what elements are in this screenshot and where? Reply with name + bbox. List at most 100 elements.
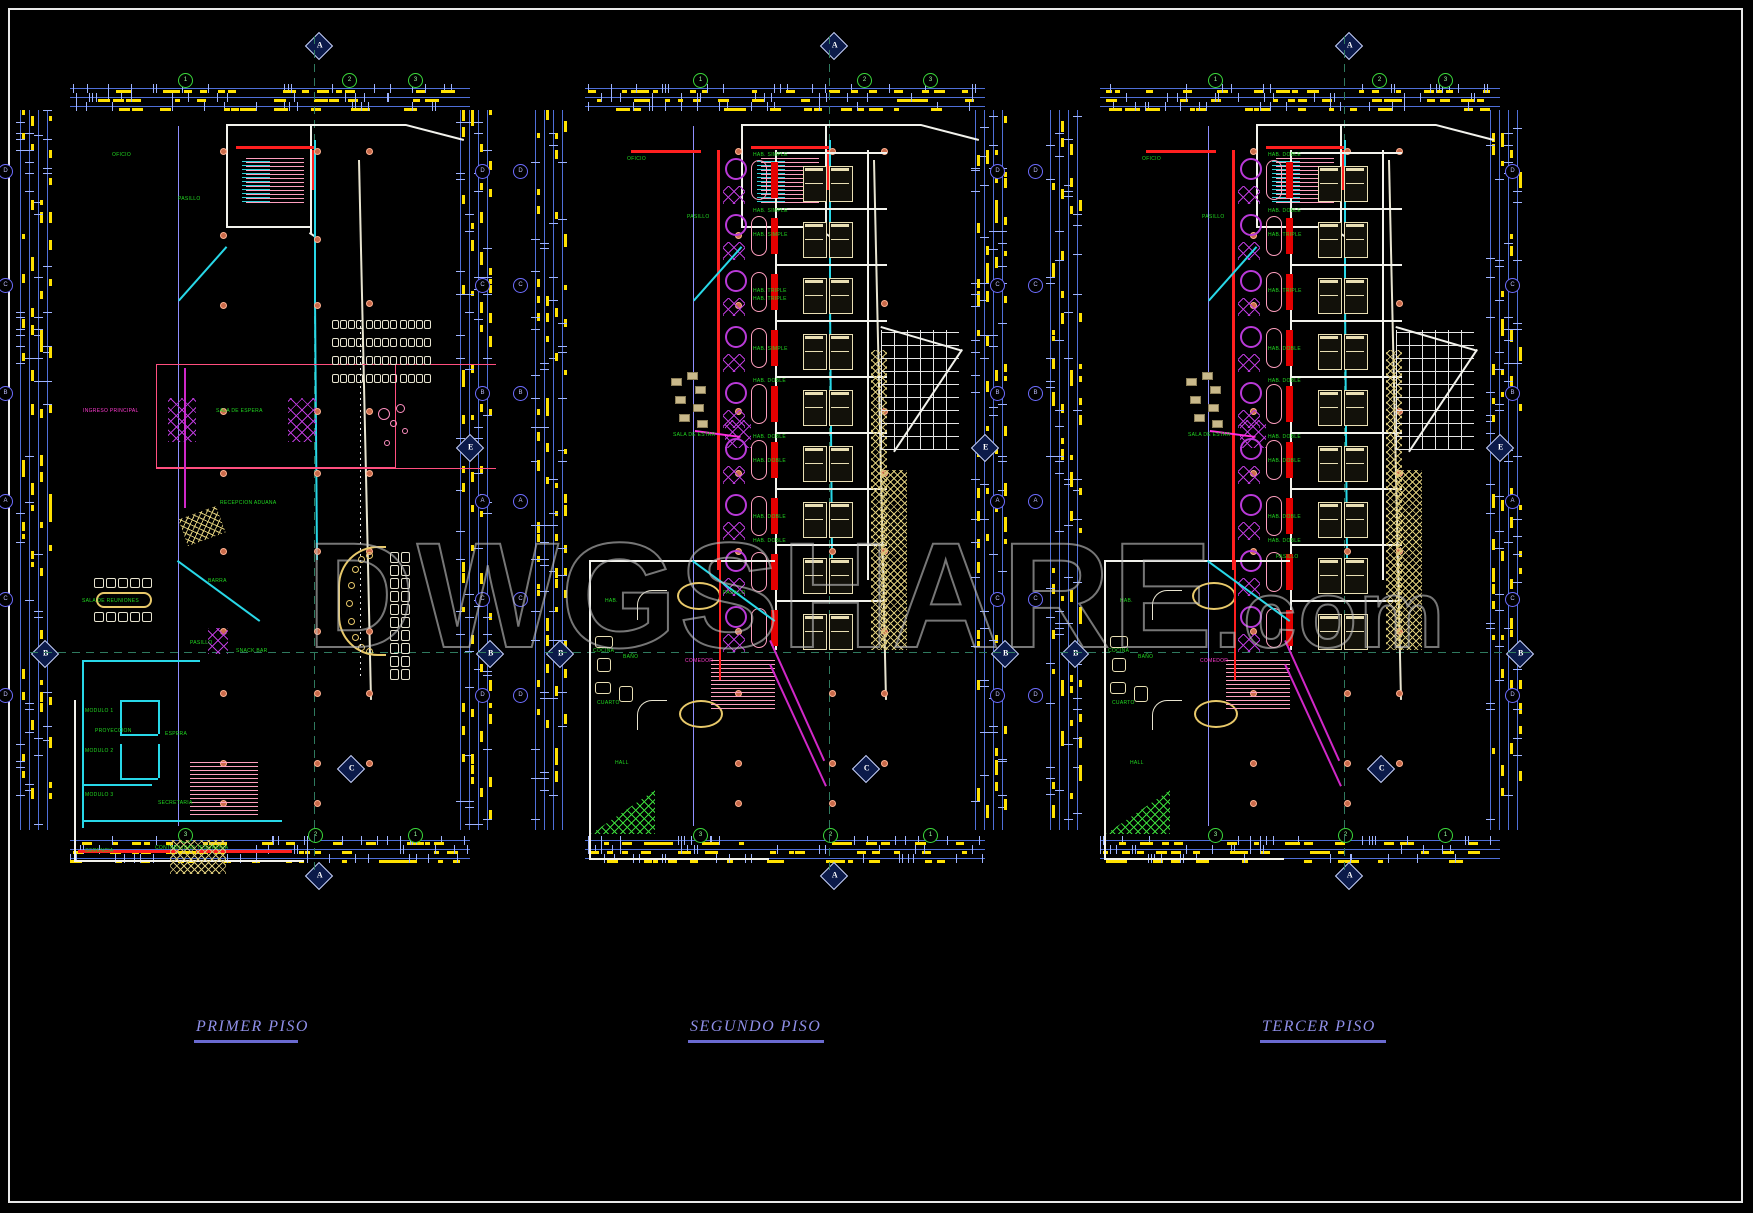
- dimension-tick: [1513, 363, 1522, 365]
- dimension-tick: [16, 795, 25, 797]
- grid-bubble-left-extra[interactable]: C: [0, 592, 13, 607]
- grid-bubble-right[interactable]: C: [990, 592, 1005, 607]
- grid-bubble-bottom-3[interactable]: 3: [693, 828, 708, 843]
- dimension-value-box: [1079, 364, 1082, 370]
- grid-bubble-left-C[interactable]: C: [1028, 278, 1043, 293]
- dimension-tick: [588, 84, 590, 93]
- dimension-tick: [989, 553, 998, 555]
- section-marker-c[interactable]: C: [851, 754, 881, 784]
- grid-bubble-right[interactable]: C: [475, 592, 490, 607]
- grid-bubble-right[interactable]: A: [990, 494, 1005, 509]
- grid-bubble-left-D[interactable]: D: [1028, 164, 1043, 179]
- grid-bubble-bottom-2[interactable]: 2: [308, 828, 323, 843]
- wall-red-long: [1232, 150, 1235, 570]
- dimension-line: [544, 110, 545, 830]
- stair-tread: [1276, 190, 1334, 191]
- grid-bubble-left-A[interactable]: A: [1028, 494, 1043, 509]
- grid-bubble-left-C[interactable]: C: [513, 278, 528, 293]
- grid-bubble-left-extra[interactable]: D: [0, 688, 13, 703]
- grid-bubble-bottom-1[interactable]: 1: [1438, 828, 1453, 843]
- section-marker-c[interactable]: C: [1366, 754, 1396, 784]
- grid-bubble-left-D[interactable]: D: [513, 164, 528, 179]
- grid-bubble-top-3[interactable]: 3: [408, 73, 423, 88]
- dimension-tick: [1495, 495, 1504, 497]
- grid-bubble-right[interactable]: B: [1505, 386, 1520, 401]
- dimension-tick: [1388, 854, 1389, 863]
- column-node-11: [220, 470, 227, 477]
- dimension-tick: [697, 102, 698, 111]
- dimension-value-box: [564, 319, 567, 327]
- floor-plan-segundo-piso[interactable]: 123321DCBACDDCBACDAABBECOFICIOHAB. SIMPL…: [513, 0, 1215, 1060]
- dimension-value-box: [323, 90, 330, 93]
- grid-bubble-bottom-2[interactable]: 2: [823, 828, 838, 843]
- grid-bubble-right[interactable]: B: [475, 386, 490, 401]
- dimension-value-box: [995, 782, 998, 792]
- grid-bubble-top-3[interactable]: 3: [1438, 73, 1453, 88]
- grid-bubble-right[interactable]: D: [1505, 164, 1520, 179]
- dimension-tick: [620, 836, 622, 845]
- grid-bubble-left-extra[interactable]: C: [1028, 592, 1043, 607]
- grid-bubble-top-2[interactable]: 2: [1372, 73, 1387, 88]
- grid-bubble-left-B[interactable]: B: [0, 386, 13, 401]
- grid-bubble-top-1[interactable]: 1: [1208, 73, 1223, 88]
- grid-bubble-right[interactable]: A: [1505, 494, 1520, 509]
- floor-plan-primer-piso[interactable]: 123321DCBACDDCBACDAABBECOFICIOPASILLOING…: [0, 0, 700, 1060]
- bed-detail: [1320, 519, 1338, 520]
- stair-tread: [1276, 158, 1334, 159]
- grid-bubble-bottom-1[interactable]: 1: [923, 828, 938, 843]
- dimension-value-box: [1192, 851, 1200, 854]
- dimension-line: [585, 106, 985, 107]
- grid-bubble-right[interactable]: D: [990, 164, 1005, 179]
- tile-area: [178, 506, 226, 546]
- grid-bubble-left-C[interactable]: C: [0, 278, 13, 293]
- floor-plan-tercer-piso[interactable]: 123321DCBACDDCBACDAABBECOFICIOHAB. DOBLE…: [1028, 0, 1730, 1060]
- dimension-tick: [847, 93, 849, 102]
- grid-bubble-right[interactable]: A: [475, 494, 490, 509]
- grid-bubble-left-B[interactable]: B: [513, 386, 528, 401]
- dimension-tick: [1260, 845, 1261, 854]
- grid-bubble-left-extra[interactable]: C: [513, 592, 528, 607]
- grid-bubble-bottom-3[interactable]: 3: [1208, 828, 1223, 843]
- grid-bubble-top-2[interactable]: 2: [342, 73, 357, 88]
- section-marker-c[interactable]: C: [336, 754, 366, 784]
- section-marker-a-top[interactable]: A: [304, 31, 334, 61]
- dimension-tick: [1250, 845, 1252, 854]
- grid-bubble-left-extra[interactable]: D: [513, 688, 528, 703]
- dimension-tick: [540, 369, 549, 371]
- grid-bubble-right[interactable]: D: [990, 688, 1005, 703]
- grid-bubble-left-extra[interactable]: D: [1028, 688, 1043, 703]
- grid-bubble-top-1[interactable]: 1: [178, 73, 193, 88]
- grid-bubble-right[interactable]: D: [475, 688, 490, 703]
- grid-bubble-bottom-3[interactable]: 3: [178, 828, 193, 843]
- lot-boundary-top: [156, 364, 496, 365]
- bed-6: [803, 502, 827, 538]
- grid-bubble-left-D[interactable]: D: [0, 164, 13, 179]
- dimension-value-box: [1510, 330, 1513, 340]
- grid-bubble-right[interactable]: B: [990, 386, 1005, 401]
- section-marker-a-top[interactable]: A: [1334, 31, 1364, 61]
- dimension-value-box: [31, 482, 34, 492]
- grid-bubble-left-A[interactable]: A: [513, 494, 528, 509]
- grid-bubble-right[interactable]: C: [1505, 592, 1520, 607]
- dimension-tick: [1073, 737, 1082, 739]
- grid-bubble-right[interactable]: C: [475, 278, 490, 293]
- dimension-value-box: [754, 99, 765, 102]
- dimension-tick: [188, 93, 190, 102]
- grid-bubble-left-B[interactable]: B: [1028, 386, 1043, 401]
- dimension-value-box: [702, 842, 714, 845]
- grid-bubble-left-A[interactable]: A: [0, 494, 13, 509]
- stair-tread: [1276, 194, 1334, 195]
- grid-bubble-right[interactable]: D: [1505, 688, 1520, 703]
- grid-bubble-right[interactable]: C: [1505, 278, 1520, 293]
- grid-bubble-right[interactable]: D: [475, 164, 490, 179]
- grid-bubble-top-2[interactable]: 2: [857, 73, 872, 88]
- grid-bubble-bottom-1[interactable]: 1: [408, 828, 423, 843]
- dimension-value-box: [1061, 595, 1064, 601]
- grid-bubble-bottom-2[interactable]: 2: [1338, 828, 1353, 843]
- grid-bubble-top-1[interactable]: 1: [693, 73, 708, 88]
- dimension-tick: [1391, 102, 1393, 111]
- grid-bubble-right[interactable]: C: [990, 278, 1005, 293]
- section-marker-a-top[interactable]: A: [819, 31, 849, 61]
- grid-bubble-top-3[interactable]: 3: [923, 73, 938, 88]
- dimension-value-box: [1442, 99, 1450, 102]
